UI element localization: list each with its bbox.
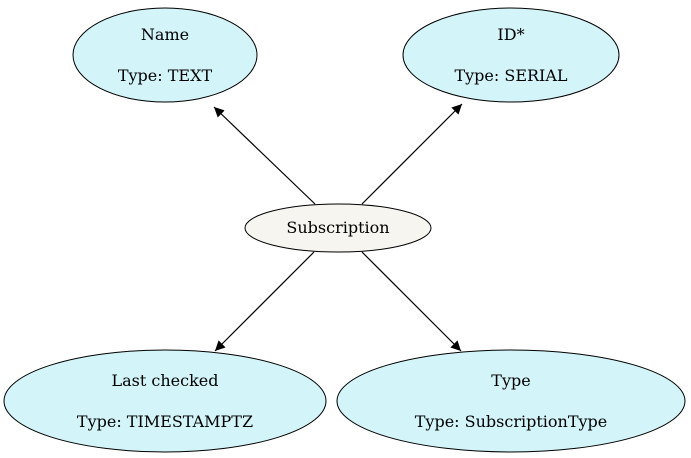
attribute-type-label: Type: TIMESTAMPTZ (77, 412, 253, 431)
entity-node-subscription: Subscription (244, 203, 432, 253)
attribute-ellipse (72, 7, 258, 103)
attribute-node-last-checked: Last checked Type: TIMESTAMPTZ (3, 349, 327, 453)
edge-to-type (361, 251, 462, 352)
attribute-node-id: ID* Type: SERIAL (402, 7, 620, 103)
attribute-name-label: Name (141, 25, 189, 44)
edge-to-last-checked (214, 251, 315, 352)
attribute-name-label: Last checked (112, 371, 219, 390)
attribute-type-label: Type: TEXT (118, 66, 213, 85)
attribute-node-name: Name Type: TEXT (72, 7, 258, 103)
attribute-name-label: Type (491, 371, 530, 390)
attribute-name-label: ID* (497, 25, 524, 44)
attribute-ellipse (3, 349, 327, 453)
attribute-type-label: Type: SubscriptionType (415, 412, 608, 431)
attribute-ellipse (336, 349, 686, 453)
edge-to-id (361, 103, 463, 205)
attribute-type-label: Type: SERIAL (454, 66, 567, 85)
attribute-node-type: Type Type: SubscriptionType (336, 349, 686, 453)
entity-ellipse (244, 203, 432, 253)
entity-label: Subscription (286, 218, 389, 237)
attribute-ellipse (402, 7, 620, 103)
edge-to-name (213, 106, 316, 205)
